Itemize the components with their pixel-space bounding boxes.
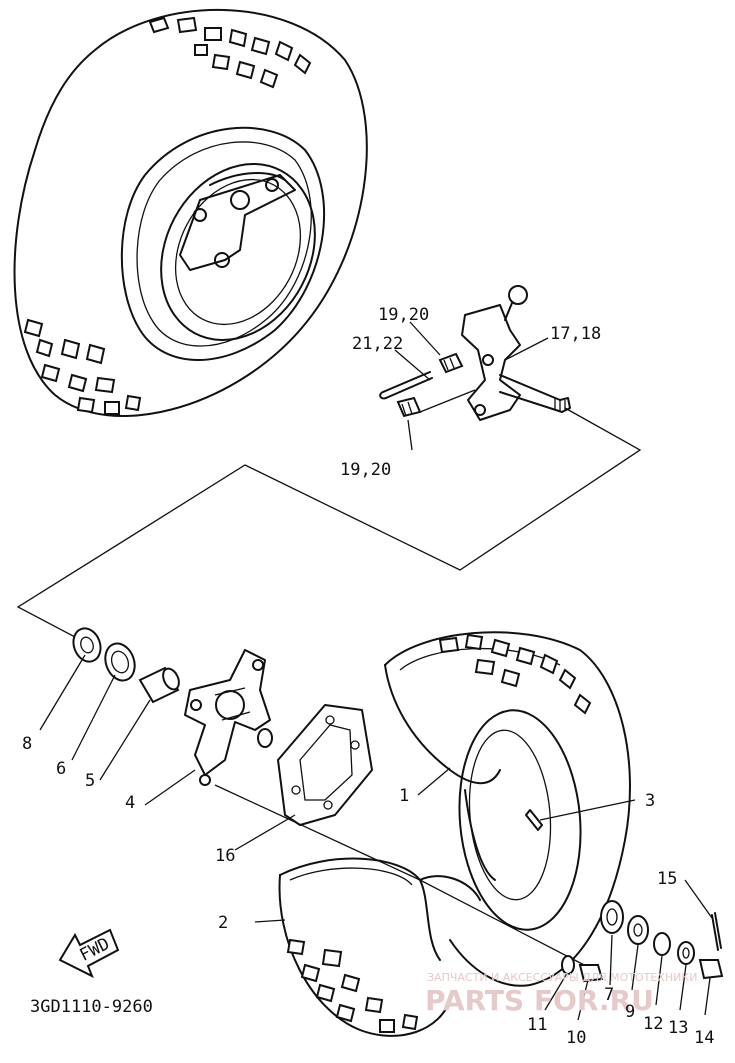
callout-13: 13 — [668, 1018, 688, 1038]
wheel-rim-outer-half — [384, 631, 631, 987]
callout-2: 2 — [218, 913, 228, 933]
callout-5: 5 — [85, 771, 95, 791]
callout-4: 4 — [125, 793, 135, 813]
castle-nut-bottom — [396, 396, 422, 418]
wheel-hub — [184, 649, 273, 786]
callout-21-22: 21,22 — [352, 334, 403, 354]
bearing-7 — [600, 900, 624, 934]
callout-8: 8 — [22, 734, 32, 754]
callout-19-20-top: 19,20 — [378, 305, 429, 325]
castle-nut-top — [438, 352, 464, 374]
assembly-guide-line — [16, 407, 642, 638]
callout-10: 10 — [566, 1028, 586, 1048]
callout-6: 6 — [56, 759, 66, 779]
callout-11: 11 — [527, 1015, 547, 1035]
oil-seal — [72, 627, 102, 663]
tread-blocks-bottom — [23, 318, 142, 415]
callout-9: 9 — [625, 1002, 635, 1022]
diagram-code: 3GD1110-9260 — [30, 997, 153, 1017]
callout-1: 1 — [399, 786, 409, 806]
fwd-arrow: FWD — [58, 928, 120, 979]
callout-7: 7 — [604, 985, 614, 1005]
tread-blocks-top — [148, 16, 312, 89]
washer-12 — [653, 932, 671, 956]
watermark-line2: PARTS FOR.RU — [425, 984, 654, 1017]
callout-16: 16 — [215, 846, 235, 866]
callout-14: 14 — [694, 1028, 714, 1048]
cotter-pin — [379, 371, 433, 400]
callout-12: 12 — [643, 1014, 663, 1034]
washer-11 — [561, 955, 575, 975]
seal-9 — [627, 915, 649, 945]
callout-15: 15 — [657, 869, 677, 889]
cotter-pin-15 — [711, 912, 722, 951]
bearing — [104, 642, 136, 682]
brake-plate — [277, 704, 373, 826]
spacer — [138, 666, 180, 704]
nut-10 — [578, 964, 604, 983]
assembled-wheel — [13, 9, 368, 417]
steering-knuckle — [461, 285, 571, 421]
watermark-line1: ЗАПЧАСТИ И АКСЕССУАРЫ ДЛЯ МОТОТЕХНИКИ — [427, 971, 697, 984]
callout-3: 3 — [645, 791, 655, 811]
wheel-rim-inner-half — [278, 857, 481, 1037]
nut-14 — [698, 959, 724, 980]
callout-17-18: 17,18 — [550, 324, 601, 344]
callout-19-20-bottom: 19,20 — [340, 460, 391, 480]
washer-13 — [677, 941, 695, 965]
